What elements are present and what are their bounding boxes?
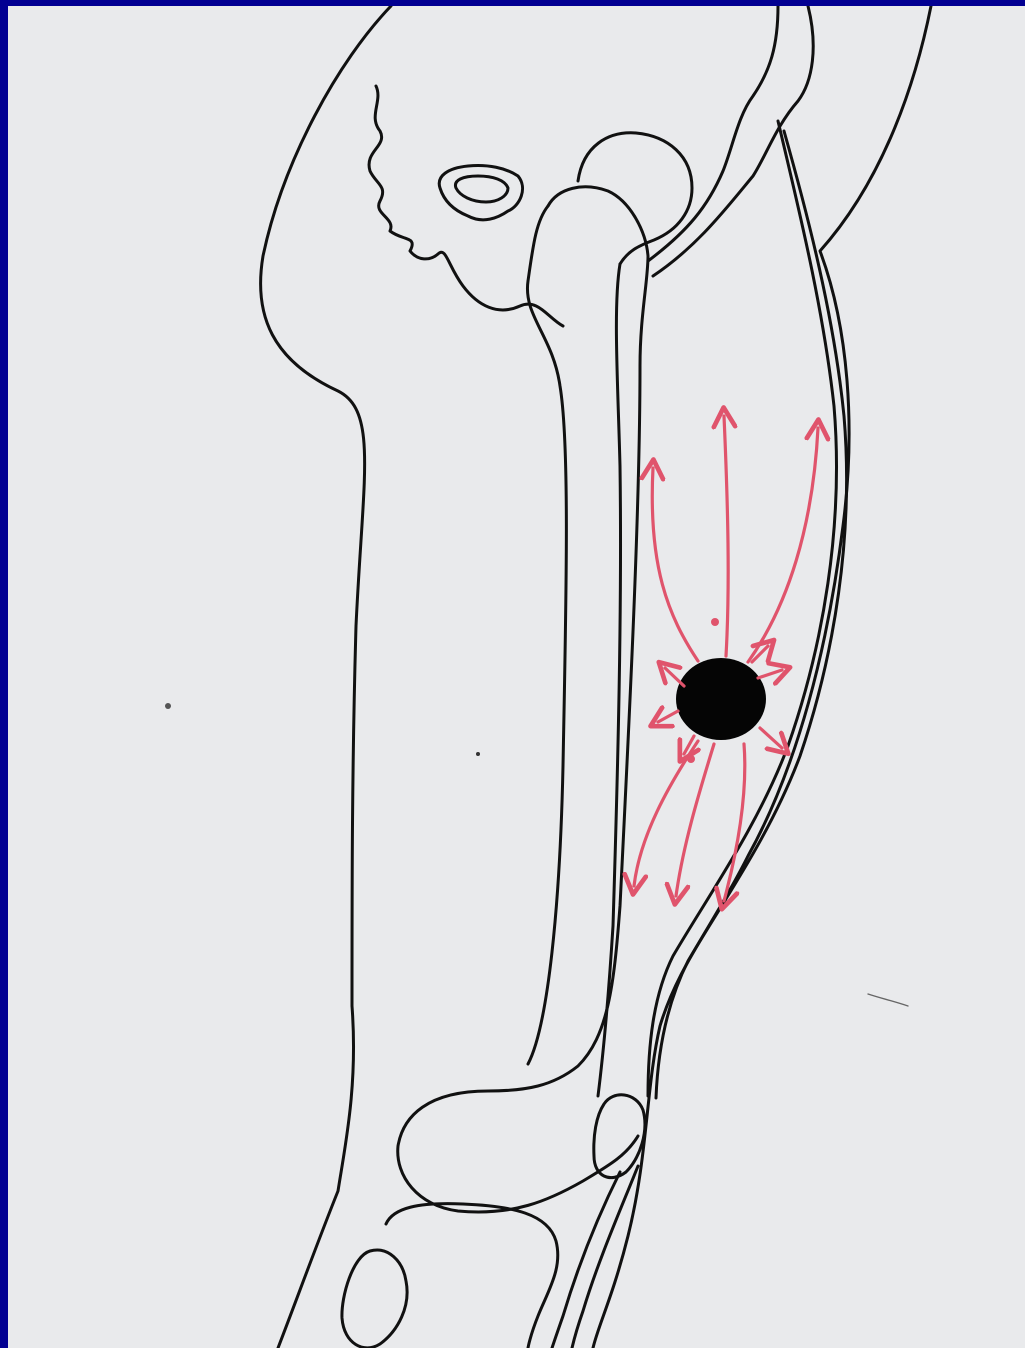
radial-arrow-se <box>760 728 782 748</box>
leg-outer-contour <box>261 6 391 1348</box>
pelvis-foramen-inner <box>455 176 508 202</box>
femur-back-edge <box>527 206 566 1064</box>
lesion-mass <box>676 658 766 740</box>
fascia-line-2 <box>648 121 836 1096</box>
fibula-head <box>342 1250 407 1348</box>
radial-arrow-w <box>658 711 678 722</box>
arrow-up-center <box>724 416 728 656</box>
paper-speck <box>165 703 171 709</box>
arrow-down-right <box>724 744 745 901</box>
quadriceps-line-inner <box>598 264 621 1096</box>
red-dot-bottom <box>687 755 695 763</box>
paper-fiber <box>868 994 908 1006</box>
patellar-tendon <box>552 1172 620 1348</box>
femoral-head <box>578 133 692 264</box>
radial-arrow-nw <box>665 668 684 686</box>
paper-background <box>8 6 1025 1348</box>
paper-speck <box>476 752 480 756</box>
tibia-plateau <box>386 1204 558 1348</box>
pelvis-foramen <box>439 165 522 219</box>
red-dot-top <box>711 618 719 626</box>
radial-arrow-ne <box>758 670 782 678</box>
femur-shaft <box>398 187 648 1212</box>
fascia-line-3 <box>656 131 847 1098</box>
arrow-up-right <box>748 428 818 662</box>
arrow-up-left <box>652 468 698 661</box>
arrow-down-left <box>634 741 698 886</box>
leg-anatomy-drawing <box>8 6 1025 1348</box>
pelvis-outline <box>369 86 563 326</box>
